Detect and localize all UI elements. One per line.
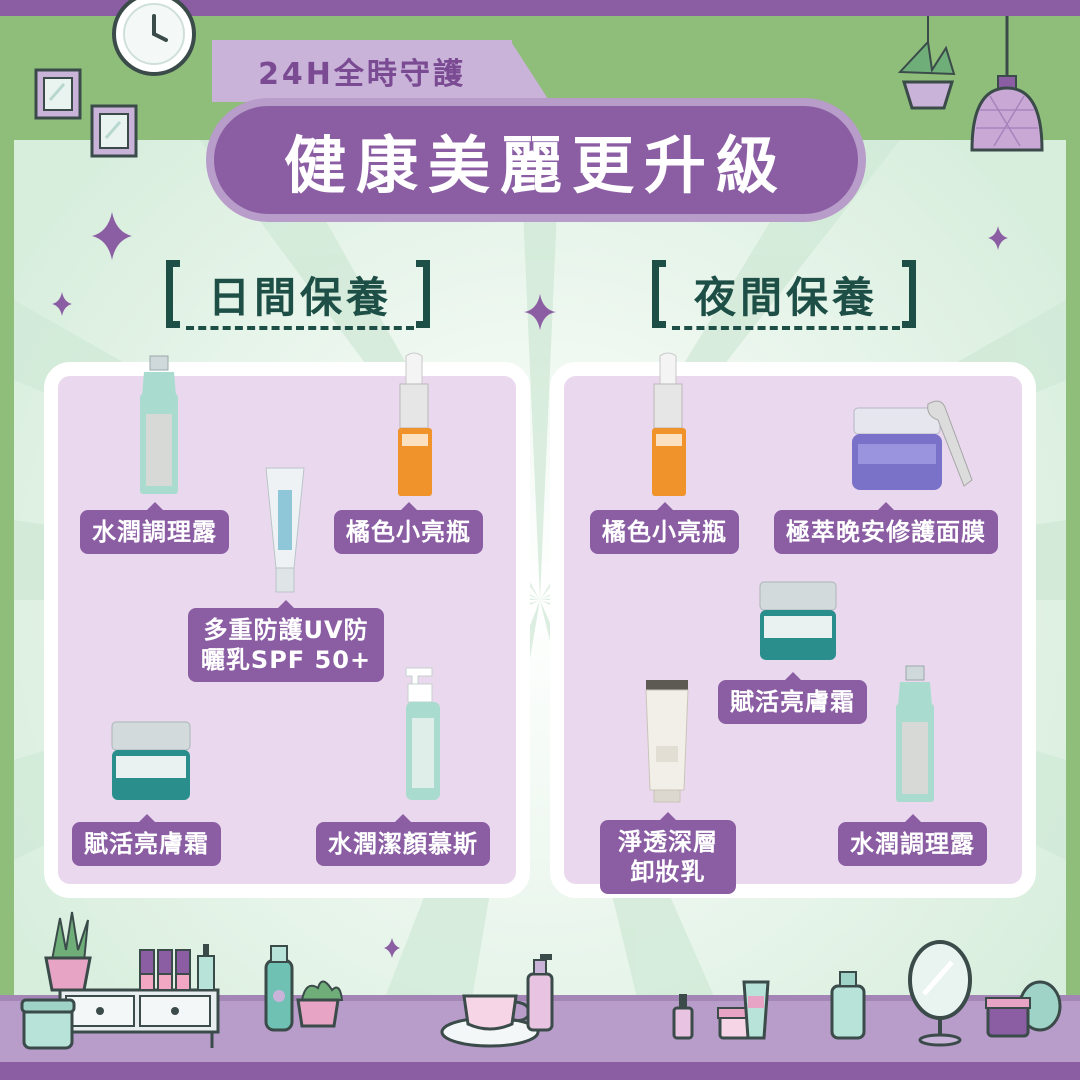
picture-frame-icon: [90, 104, 138, 158]
bracket-right: [416, 260, 430, 328]
bracket-left: [652, 260, 666, 328]
spray-bottle-icon: [264, 945, 294, 1032]
day-cleanser-label: 水潤潔顏慕斯: [316, 814, 490, 866]
night-care-panel: [550, 362, 1036, 898]
bracket-left: [166, 260, 180, 328]
compact-icon: [985, 980, 1062, 1038]
day-care-panel: [44, 362, 530, 898]
tag-corner-shape: [510, 40, 550, 102]
lipstick-icon: [139, 944, 215, 991]
night-serum-label: 橘色小亮瓶: [590, 502, 739, 554]
day-toner-label: 水潤調理露: [80, 502, 229, 554]
potted-plant-icon: [44, 911, 92, 992]
jar-icon: [20, 998, 76, 1050]
night-mask-label: 極萃晚安修護面膜: [774, 502, 998, 554]
toner-bottle-icon: [830, 971, 866, 1040]
pump-bottle-icon: [526, 954, 554, 1032]
dropper-bottle-icon: [672, 994, 694, 1040]
picture-frame-icon: [34, 68, 82, 120]
bracket-right: [902, 260, 916, 328]
main-title: 健康美麗更升級: [206, 98, 866, 222]
teacup-icon: [440, 994, 540, 1048]
header-tag: 24H全時守護: [212, 40, 512, 102]
mirror-icon: [908, 940, 972, 1047]
clock-icon: [112, 0, 196, 76]
pendant-lamp-icon: [970, 16, 1044, 152]
sparkle-icon: [52, 212, 1008, 958]
succulent-icon: [296, 980, 344, 1028]
night-remover-label: 淨透深層卸妝乳: [600, 812, 736, 894]
day-sunscreen-label: 多重防護UV防曬乳SPF 50+: [188, 600, 384, 682]
hanging-plant-icon: [897, 16, 956, 110]
tube-icon: [742, 980, 770, 1040]
night-cream-label: 賦活亮膚霜: [718, 672, 867, 724]
night-section-title: 夜間保養: [672, 262, 900, 330]
night-toner-label: 水潤調理露: [838, 814, 987, 866]
day-cream-label: 賦活亮膚霜: [72, 814, 221, 866]
day-serum-label: 橘色小亮瓶: [334, 502, 483, 554]
day-section-title: 日間保養: [186, 262, 414, 330]
